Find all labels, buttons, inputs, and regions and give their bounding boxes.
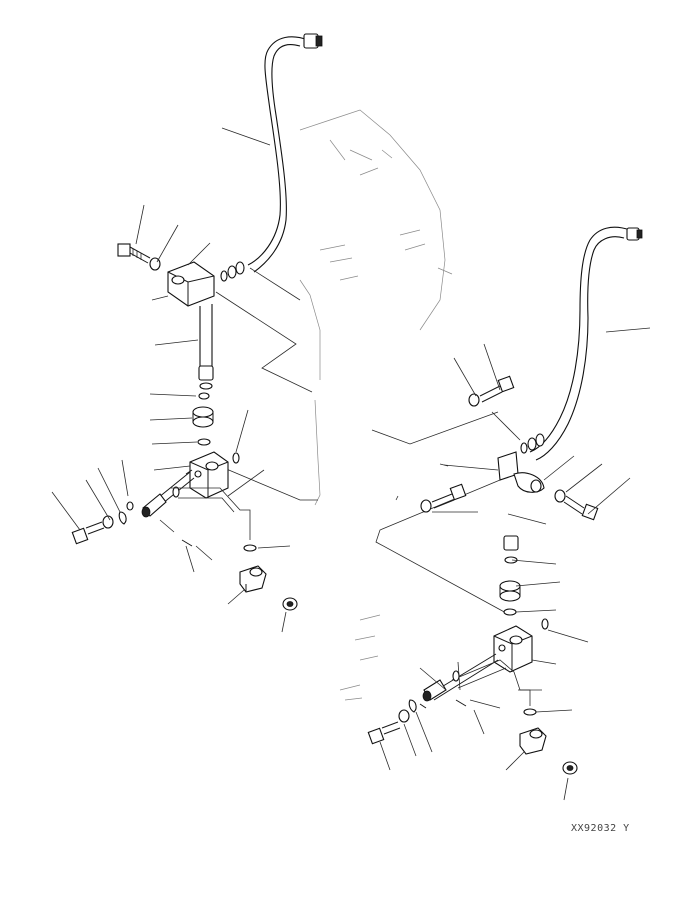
fittings-right-vertical	[499, 535, 549, 630]
valve-block-right	[493, 625, 533, 673]
leader-lines	[51, 127, 651, 801]
bolt-left-upper	[117, 243, 161, 271]
o-ring-left-3	[197, 438, 211, 446]
bolt-right-upper	[468, 375, 515, 407]
bolt-right-mid	[420, 483, 467, 513]
bolt-right-side	[554, 489, 599, 521]
bolt-right-lower	[367, 699, 417, 745]
elbow-fitting-left	[239, 565, 267, 593]
sleeve-left	[141, 493, 167, 518]
left-assembly	[71, 33, 323, 611]
pipe-left-diagonal	[215, 291, 318, 501]
nut-left	[282, 597, 298, 611]
right-assembly	[367, 226, 643, 775]
pin-left-1	[181, 539, 193, 547]
valve-block-left	[189, 451, 229, 499]
o-ring-right-4	[523, 708, 537, 716]
pipe-right-diagonal	[371, 411, 509, 615]
pin-left-2	[185, 469, 193, 475]
pin-right-2	[419, 703, 427, 709]
nut-right	[562, 761, 578, 775]
hose-left	[247, 36, 309, 266]
bolt-left-lower	[71, 501, 134, 545]
block-left-upper	[167, 261, 215, 307]
hose-right	[529, 226, 631, 453]
o-ring-left-2	[198, 392, 210, 400]
block-right-upper	[497, 451, 545, 493]
o-ring-left-4	[243, 544, 257, 552]
background-housing	[299, 109, 453, 701]
pin-right-1	[455, 699, 467, 707]
adapter-left	[192, 406, 214, 428]
sleeve-right	[422, 679, 447, 702]
o-ring-left-1	[235, 261, 245, 275]
pipe-left-vertical	[199, 304, 213, 368]
elbow-fitting-right	[519, 727, 547, 755]
drawing-id-label: XX92032 Y	[571, 823, 630, 834]
